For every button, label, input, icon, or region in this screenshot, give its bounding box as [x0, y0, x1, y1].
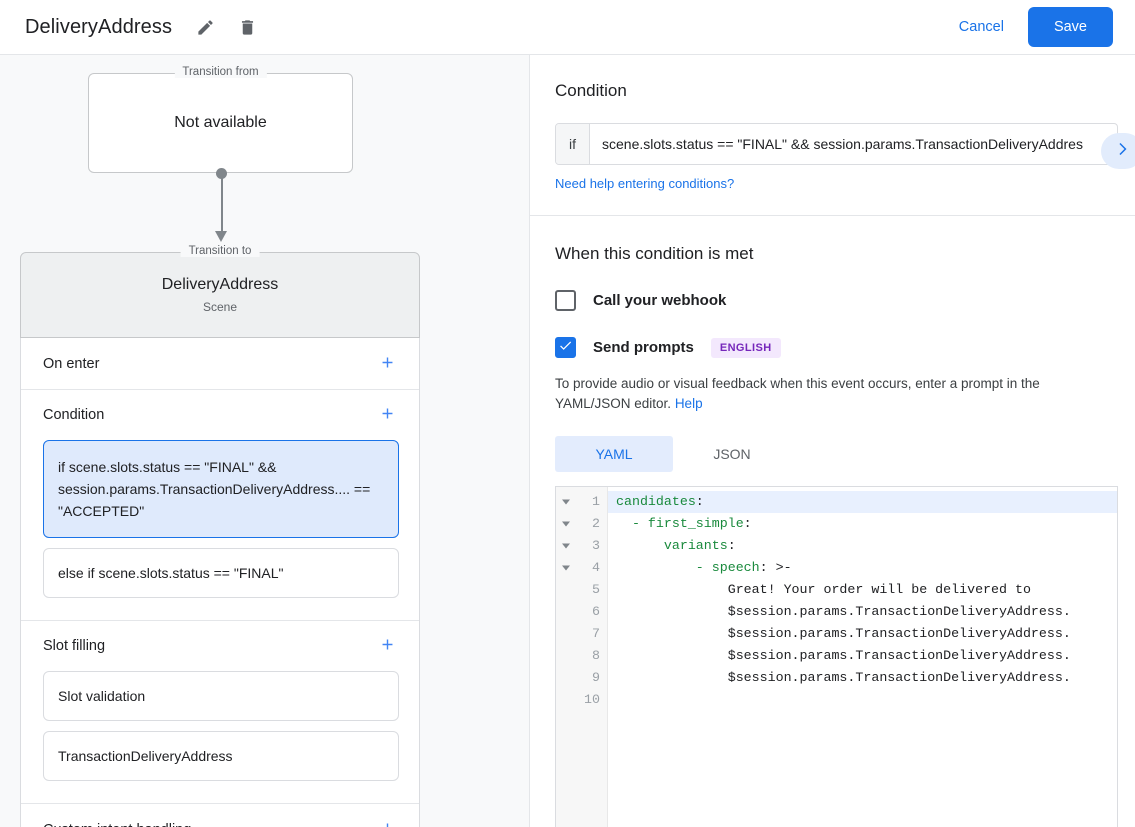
- check-icon: [558, 338, 573, 358]
- slot-filling-item[interactable]: TransactionDeliveryAddress: [43, 731, 399, 781]
- editor-code-area[interactable]: candidates: - first_simple: variants: - …: [608, 487, 1117, 827]
- section-on-enter-label: On enter: [43, 355, 100, 372]
- trash-icon: [238, 18, 257, 37]
- fold-arrow-icon[interactable]: [562, 521, 570, 527]
- send-prompts-checkbox[interactable]: [555, 337, 576, 358]
- editor-code-line[interactable]: $session.params.TransactionDeliveryAddre…: [616, 626, 1071, 641]
- add-condition-button[interactable]: [375, 403, 399, 427]
- editor-code-line[interactable]: [608, 689, 1117, 711]
- editor-code-line[interactable]: - first_simple:: [616, 516, 752, 531]
- body-split: Transition from Not available Transition…: [0, 55, 1135, 827]
- condition-heading: Condition: [555, 81, 627, 100]
- edit-button[interactable]: [188, 10, 222, 44]
- tab-yaml[interactable]: YAML: [555, 436, 673, 472]
- condition-item-selected[interactable]: if scene.slots.status == "FINAL" && sess…: [43, 440, 399, 538]
- left-panel: Transition from Not available Transition…: [0, 55, 530, 827]
- editor-code-line[interactable]: $session.params.TransactionDeliveryAddre…: [616, 670, 1071, 685]
- top-bar: DeliveryAddress Cancel Save: [0, 0, 1135, 55]
- cancel-button[interactable]: Cancel: [949, 11, 1014, 43]
- when-condition-met-panel: When this condition is met Call your web…: [530, 216, 1135, 827]
- editor-code-line[interactable]: candidates:: [608, 491, 1117, 513]
- transition-from-legend: Transition from: [174, 66, 267, 78]
- section-slot-filling: Slot filling Slot validation Transaction…: [21, 621, 419, 804]
- fold-arrow-icon[interactable]: [562, 499, 570, 505]
- editor-code-line[interactable]: - speech: >-: [616, 560, 792, 575]
- editor-line-number: 4: [556, 557, 607, 579]
- call-webhook-checkbox[interactable]: [555, 290, 576, 311]
- fold-arrow-icon[interactable]: [562, 565, 570, 571]
- transition-from-card: Transition from Not available: [88, 66, 353, 173]
- editor-code-line[interactable]: $session.params.TransactionDeliveryAddre…: [616, 604, 1071, 619]
- slot-filling-item[interactable]: Slot validation: [43, 671, 399, 721]
- save-button[interactable]: Save: [1027, 7, 1113, 47]
- next-panel-button[interactable]: [1101, 133, 1135, 169]
- section-slot-filling-label: Slot filling: [43, 638, 106, 654]
- chevron-right-icon: [1113, 140, 1131, 163]
- condition-panel: Condition if Need help entering conditio…: [530, 55, 1135, 216]
- tab-json[interactable]: JSON: [713, 446, 751, 462]
- delete-button[interactable]: [230, 10, 264, 44]
- pencil-icon: [196, 18, 215, 37]
- call-webhook-label: Call your webhook: [593, 292, 727, 309]
- condition-help-link[interactable]: Need help entering conditions?: [555, 176, 735, 191]
- section-slot-filling-head[interactable]: Slot filling: [21, 621, 419, 671]
- editor-line-number: 10: [584, 692, 600, 707]
- transition-connector: [88, 168, 227, 252]
- language-badge: ENGLISH: [710, 337, 781, 358]
- topbar-actions: Cancel Save: [949, 7, 1113, 47]
- webhook-row: Call your webhook: [555, 290, 1115, 311]
- editor-format-tabs: YAML JSON: [555, 436, 1115, 472]
- send-prompts-label: Send prompts: [593, 339, 694, 356]
- section-custom-intent-label: Custom intent handling: [43, 822, 191, 827]
- editor-line-number: 7: [592, 626, 600, 641]
- prompts-help-link[interactable]: Help: [674, 396, 703, 411]
- section-condition-label: Condition: [43, 407, 105, 423]
- plus-icon: [379, 405, 396, 425]
- when-met-heading: When this condition is met: [555, 244, 754, 263]
- section-on-enter[interactable]: On enter: [21, 338, 419, 390]
- add-slot-filling-button[interactable]: [375, 634, 399, 658]
- condition-input[interactable]: [590, 124, 1117, 164]
- plus-icon: [379, 820, 396, 827]
- condition-item[interactable]: else if scene.slots.status == "FINAL": [43, 548, 399, 598]
- add-on-enter-button[interactable]: [375, 352, 399, 376]
- transition-to-legend: Transition to: [180, 245, 260, 257]
- add-custom-intent-button[interactable]: [375, 818, 399, 827]
- prompts-helper-sentence: To provide audio or visual feedback when…: [555, 376, 1040, 411]
- section-condition-head[interactable]: Condition: [21, 390, 419, 440]
- condition-heading-row: Condition: [555, 81, 1115, 101]
- transition-to-title: DeliveryAddress: [161, 276, 279, 293]
- section-condition: Condition if scene.slots.status == "FINA…: [21, 390, 419, 621]
- editor-line-number: 2: [556, 513, 607, 535]
- right-panel: Condition if Need help entering conditio…: [530, 55, 1135, 827]
- transition-from-value: Not available: [174, 114, 267, 131]
- transition-to-subtitle: Scene: [202, 300, 238, 314]
- editor-line-number: 3: [556, 535, 607, 557]
- prompts-helper-text: To provide audio or visual feedback when…: [555, 374, 1115, 414]
- plus-icon: [379, 354, 396, 374]
- editor-line-number: 6: [592, 604, 600, 619]
- condition-input-row: if: [555, 123, 1118, 165]
- editor-code-line[interactable]: $session.params.TransactionDeliveryAddre…: [616, 648, 1071, 663]
- editor-line-number: 9: [592, 670, 600, 685]
- page-title: DeliveryAddress: [25, 15, 173, 38]
- connector-line: [221, 173, 223, 235]
- fold-arrow-icon[interactable]: [562, 543, 570, 549]
- editor-line-number: 1: [556, 491, 607, 513]
- scene-accordion: On enter Condition: [20, 338, 420, 827]
- connector-arrow-icon: [215, 231, 227, 242]
- transition-graph: Transition from Not available Transition…: [0, 55, 529, 827]
- editor-code-line[interactable]: Great! Your order will be delivered to: [616, 582, 1031, 597]
- editor-code-line[interactable]: variants:: [616, 538, 736, 553]
- editor-line-number: 8: [592, 648, 600, 663]
- transition-to-card: Transition to DeliveryAddress Scene: [20, 245, 420, 338]
- send-prompts-row: Send prompts ENGLISH: [555, 337, 1115, 358]
- plus-icon: [379, 636, 396, 656]
- editor-line-number: 5: [592, 582, 600, 597]
- condition-if-label: if: [556, 124, 590, 164]
- section-custom-intent-handling[interactable]: Custom intent handling: [21, 804, 419, 827]
